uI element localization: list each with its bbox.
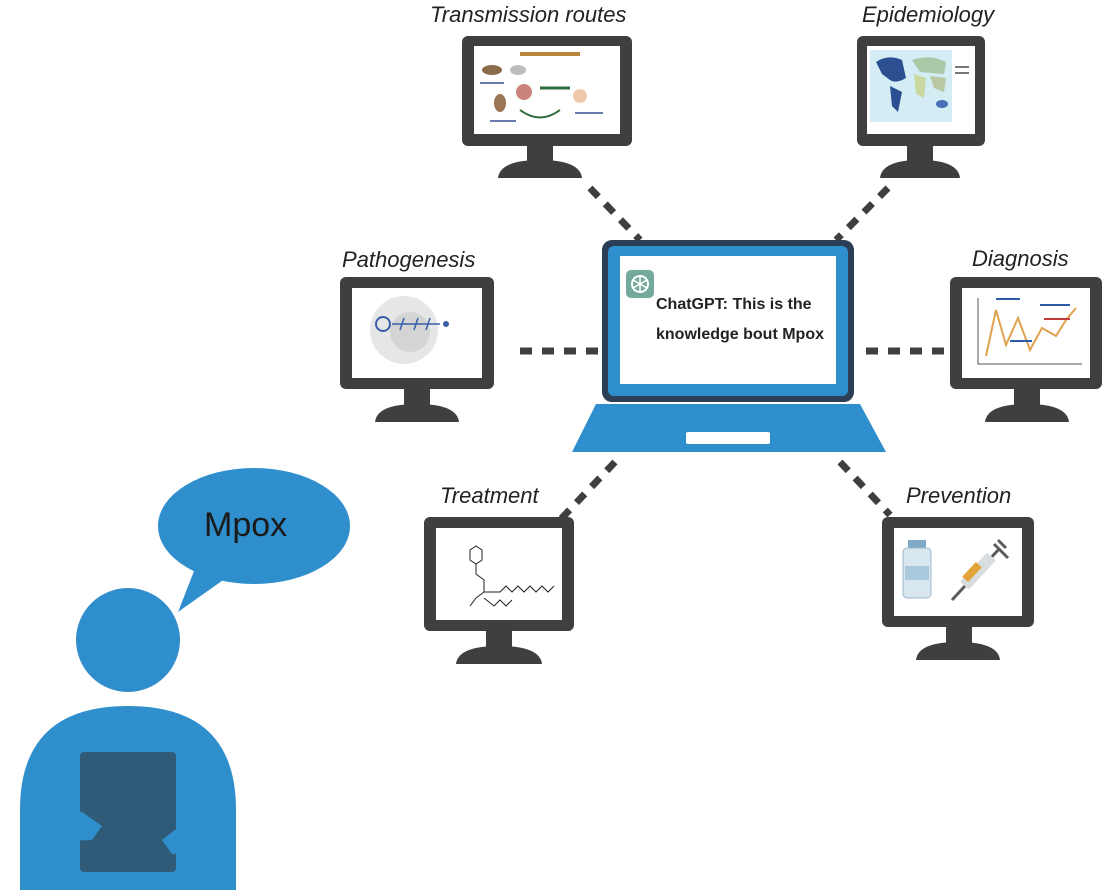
monitor-prevention (882, 517, 1034, 660)
chatgpt-response-line-1: ChatGPT: This is the (656, 296, 812, 313)
monitor-diagnosis (950, 277, 1102, 422)
monitor-pathogenesis (340, 277, 494, 422)
monitor-epidemiology (857, 36, 985, 178)
chatgpt-response: ChatGPT: This is the knowledge bout Mpox (656, 290, 856, 350)
connector-treatment (557, 459, 618, 523)
speech-bubble-text: Mpox (204, 506, 288, 544)
chatgpt-response-line-2: knowledge bout Mpox (656, 326, 824, 343)
transmission-cycle-thumbnail (480, 52, 603, 122)
person-head (76, 588, 180, 692)
cell-infection-thumbnail (370, 296, 449, 364)
monitor-transmission (462, 36, 632, 178)
tablet (80, 752, 176, 872)
label-pathogenesis: Pathogenesis (342, 247, 476, 272)
label-treatment: Treatment (440, 483, 539, 508)
laptop-trackpad (686, 432, 770, 444)
diagnosis-graph-thumbnail (977, 298, 1082, 365)
person-arm-right (162, 823, 236, 854)
openai-logo-icon (626, 270, 654, 298)
label-epidemiology: Epidemiology (862, 2, 995, 27)
connector-prevention (837, 459, 893, 518)
connector-transmission (587, 185, 643, 243)
label-transmission-routes: Transmission routes (430, 2, 627, 27)
vaccine-vial-icon (902, 540, 932, 599)
connectors (520, 185, 945, 523)
monitor-treatment (424, 517, 574, 664)
person (20, 588, 236, 890)
laptop (572, 240, 886, 452)
connector-epidemiology (833, 185, 891, 243)
label-diagnosis: Diagnosis (972, 246, 1069, 271)
molecule-structure-thumbnail (469, 545, 555, 607)
label-prevention: Prevention (906, 483, 1012, 508)
laptop-base (572, 404, 886, 452)
world-map-thumbnail (870, 50, 969, 122)
person-arm-left (30, 811, 102, 842)
syringe-icon (950, 538, 1010, 602)
speech-bubble (158, 468, 350, 612)
